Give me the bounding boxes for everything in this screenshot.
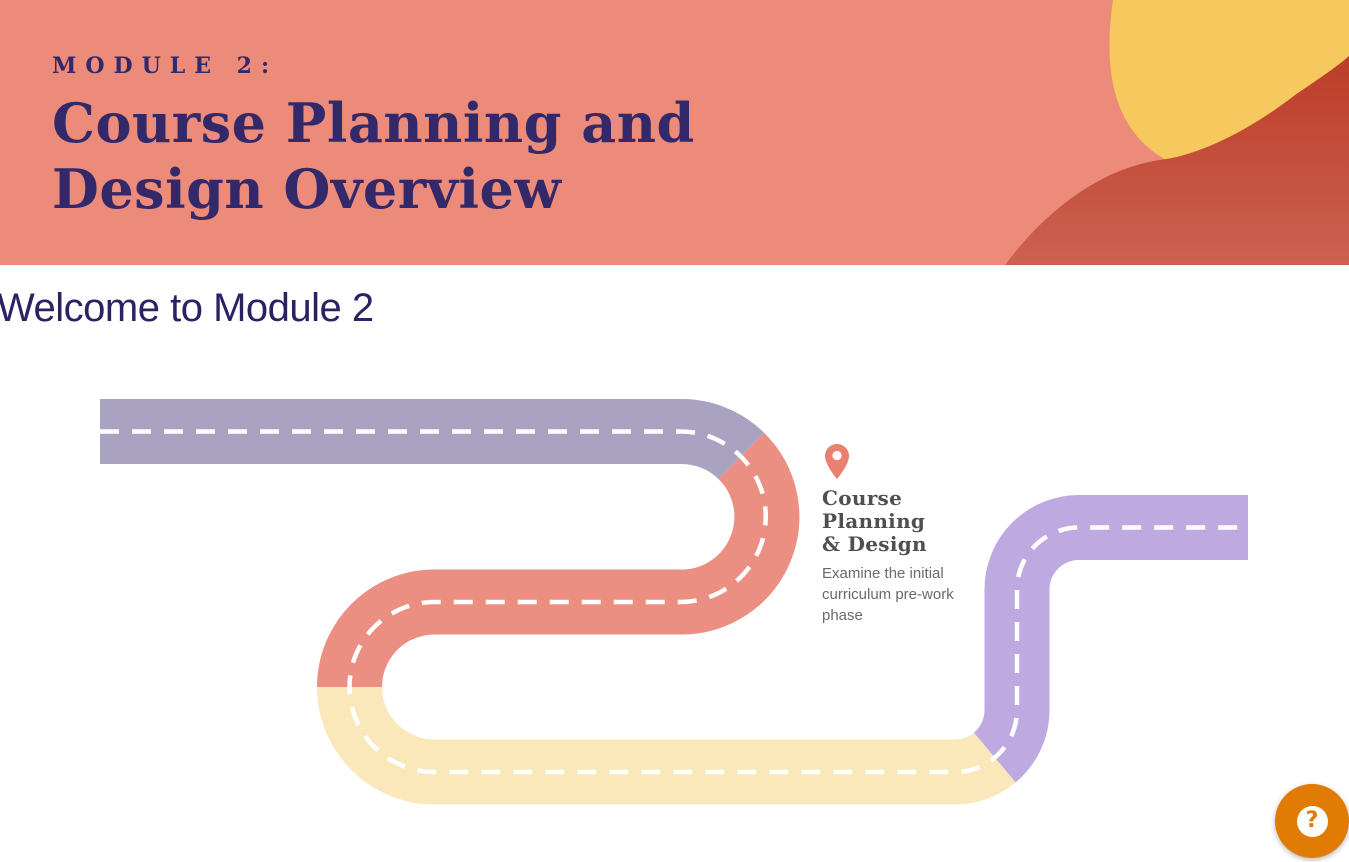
milestone-title-line1: Course Planning	[822, 486, 926, 533]
module-banner: MODULE 2: Course Planning and Design Ove…	[0, 0, 1349, 265]
banner-text-block: MODULE 2: Course Planning and Design Ove…	[52, 52, 695, 222]
help-button[interactable]: ?	[1275, 784, 1349, 858]
milestone-title-line2: & Design	[822, 532, 927, 556]
road-center-dashes	[100, 429, 1248, 775]
module-title: Course Planning and Design Overview	[52, 90, 695, 222]
welcome-heading: Welcome to Module 2	[0, 286, 374, 330]
module-eyebrow: MODULE 2:	[52, 53, 279, 79]
road-segment-yellow	[317, 685, 1016, 805]
question-mark-icon: ?	[1296, 805, 1328, 837]
road-segment-lavender	[972, 495, 1248, 783]
milestone-course-planning: Course Planning & Design Examine the ini…	[822, 444, 997, 626]
road-segment-purple	[100, 399, 765, 481]
road-segment-coral	[317, 432, 800, 689]
question-mark-glyph: ?	[1305, 808, 1319, 833]
banner-decorative-blobs	[1005, 0, 1349, 265]
module-title-line1: Course Planning and	[52, 91, 695, 155]
location-pin-icon	[825, 444, 849, 479]
milestone-title: Course Planning & Design	[822, 487, 997, 556]
rust-blob	[1005, 56, 1349, 265]
module-title-line2: Design Overview	[52, 157, 562, 221]
milestone-description: Examine the initial curriculum pre-work …	[822, 565, 954, 624]
